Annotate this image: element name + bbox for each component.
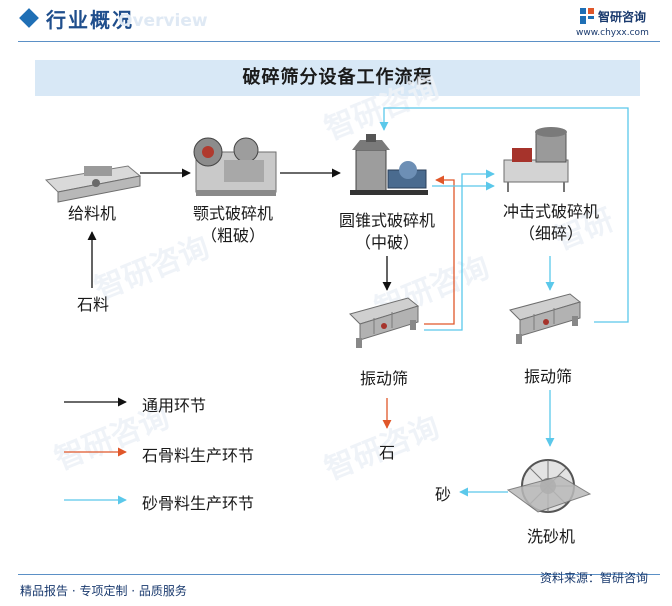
sand-washer-icon [506,459,592,513]
footer-source: 资料来源：智研咨询 [540,571,649,585]
label-cone-crusher: 圆锥式破碎机 [338,211,435,230]
legend-label-general: 通用环节 [142,396,207,415]
brand-url: www.chyxx.com [576,28,649,38]
label-sand-output: 砂 [434,485,451,504]
label-impact-crusher: 冲击式破碎机 [502,202,599,221]
impact-crusher-icon [503,127,569,192]
footer-slogan: 精品报告 · 专项定制 · 品质服务 [20,584,187,598]
svg-text:智研咨询: 智研咨询 [320,70,444,147]
legend-label-stone: 石骨料生产环节 [142,446,255,465]
feeder-machine-icon [44,165,142,203]
cone-crusher-icon [350,134,428,195]
diagram-banner [35,60,640,96]
label-sand-washer: 洗砂机 [526,527,575,546]
vibrating-screen-1-icon [349,297,420,348]
label-screen-2: 振动筛 [523,367,572,386]
brand-logo-icon [580,8,594,24]
label-impact-stage: （细碎） [518,224,583,243]
brand-name: 智研咨询 [598,10,647,24]
label-jaw-crusher: 颚式破碎机 [192,204,273,223]
label-stone-input: 石料 [76,295,109,314]
label-jaw-stage: （粗破） [200,226,265,245]
label-stone-output: 石 [378,443,395,462]
legend-label-sand: 砂骨料生产环节 [142,494,255,513]
footer-divider [18,574,660,575]
label-feeder: 给料机 [67,204,116,223]
vibrating-screen-2-icon [509,293,582,344]
watermark-group: 智研咨询 智研咨询 智研咨询 智研咨询 智研咨询 智研 [50,70,619,487]
header-divider [18,41,660,42]
diagram-title: 破碎筛分设备工作流程 [242,67,433,88]
jaw-crusher-icon [193,137,277,196]
label-cone-stage: （中破） [354,233,419,252]
header-ghost-text: Overview [118,11,208,31]
page-title: 行业概况 [46,8,134,32]
label-screen-1: 振动筛 [359,369,408,388]
